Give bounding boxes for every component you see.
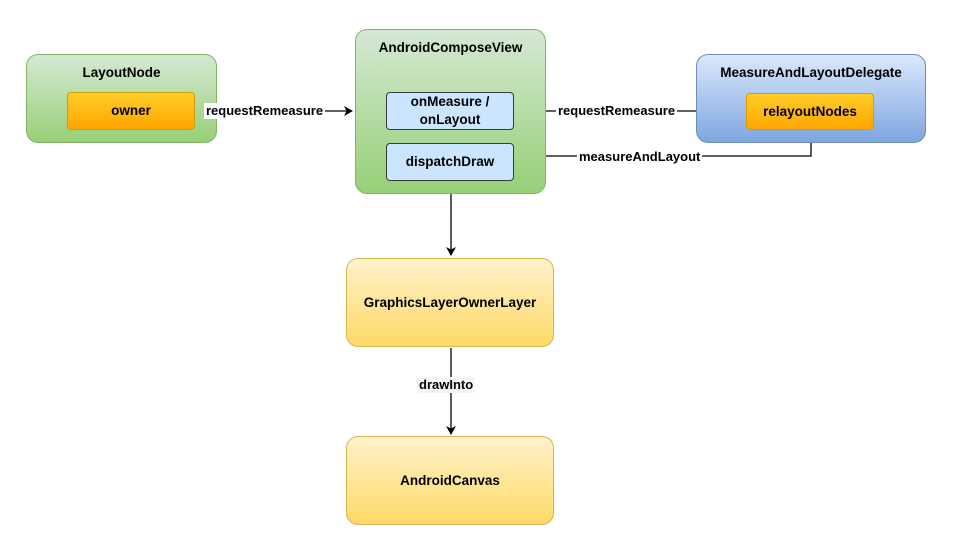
androidcanvas-box: AndroidCanvas [346, 436, 554, 525]
relayoutnodes-box: relayoutNodes [746, 93, 874, 130]
edge-label-drawinto: drawInto [417, 377, 476, 393]
graphicslayerownerlayer-box: GraphicsLayerOwnerLayer [346, 258, 554, 347]
onmeasure-onlayout-box: onMeasure / onLayout [386, 92, 514, 130]
measureandlayoutdelegate-title: MeasureAndLayoutDelegate [720, 65, 902, 80]
layoutnode-title: LayoutNode [82, 65, 161, 80]
androidcomposeview-title: AndroidComposeView [378, 40, 523, 55]
owner-box: owner [67, 92, 195, 130]
edge-label-measureandlayout: measureAndLayout [577, 149, 703, 165]
onmeasure-label: onMeasure / [410, 94, 490, 109]
edge-label-owner-requestremeasure: requestRemeasure [204, 103, 326, 119]
edge-label-delegate-requestremeasure: requestRemeasure [556, 103, 678, 119]
onlayout-label: onLayout [419, 112, 481, 127]
dispatchdraw-box: dispatchDraw [386, 143, 514, 181]
